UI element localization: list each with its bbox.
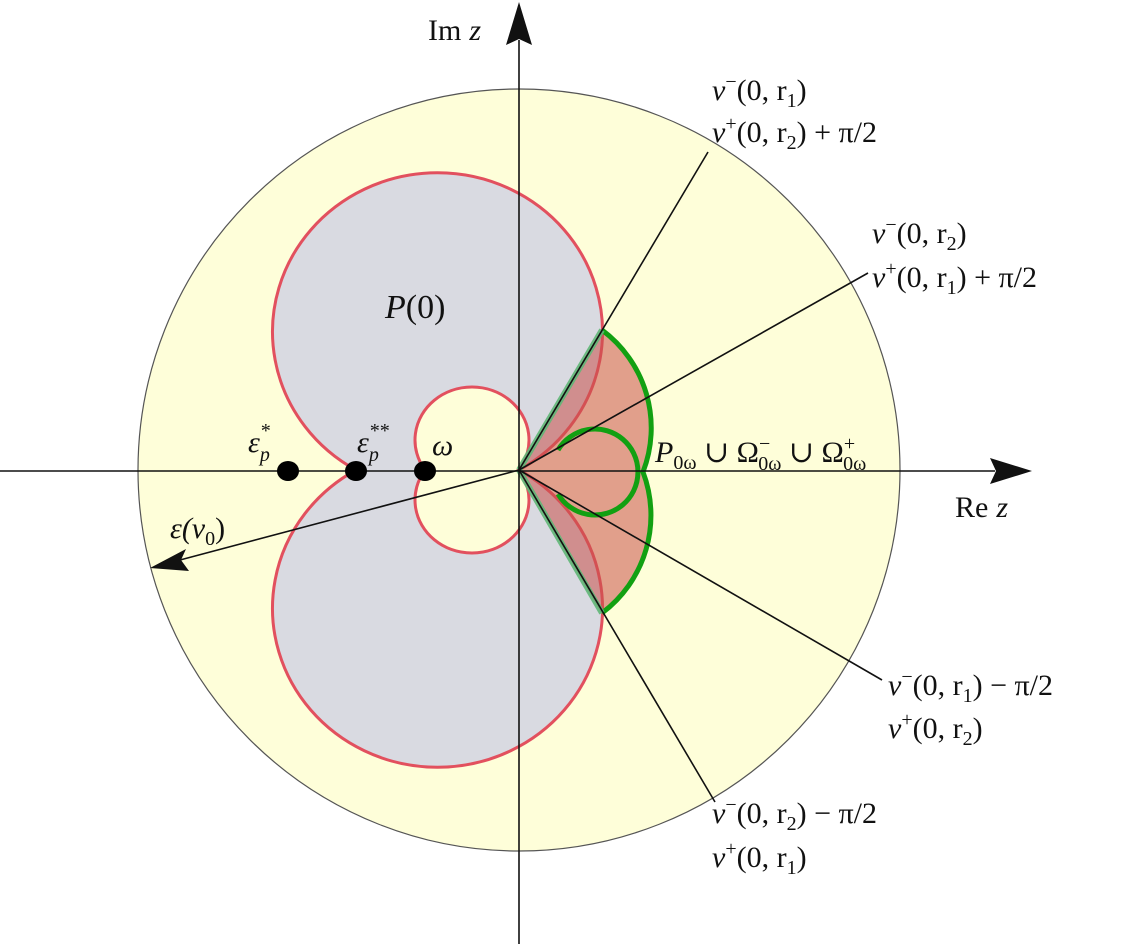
- ray3-tail: ) − π/2: [973, 669, 1053, 702]
- ray4-sup: +: [725, 838, 736, 860]
- ray2-sub: 2: [947, 233, 957, 255]
- region-p: P: [654, 436, 673, 469]
- ray2-sub: 1: [947, 277, 957, 299]
- ray2-mid: (0, r: [897, 217, 947, 250]
- ray2-sup: +: [885, 258, 896, 280]
- imaginary-axis-arrowhead: [506, 2, 532, 45]
- ray-4: [518, 469, 716, 803]
- eps-nu0-arrowhead: [150, 549, 189, 571]
- ray-3: [518, 469, 883, 681]
- eps-nu0-ray: [179, 469, 520, 561]
- ray3-base: ν: [888, 712, 902, 745]
- ray-2: [518, 272, 869, 471]
- ray3-tail: ): [973, 712, 983, 745]
- ray-labels: ν−(0, r1)ν+(0, r2) + π/2ν−(0, r2)ν+(0, r…: [712, 71, 1053, 879]
- ray2-base: ν: [872, 217, 886, 250]
- outer-green-arc: [600, 327, 654, 616]
- ray1-mid: (0, r: [737, 116, 787, 149]
- ray1-sub: 1: [787, 90, 797, 112]
- eps-nu0-base: ε(ν: [170, 512, 206, 545]
- re-label-name: Re: [955, 491, 988, 524]
- ray-1: [518, 151, 709, 471]
- im-label-var: z: [468, 14, 481, 47]
- ray2-label-line-2: ν+(0, r1) + π/2: [872, 258, 1037, 299]
- region-omega-1: Ω: [737, 436, 759, 469]
- eps-nu0-label: ε(ν0): [170, 512, 225, 550]
- eps-star-label: εp*: [248, 420, 270, 466]
- ray3-mid: (0, r: [913, 712, 963, 745]
- point-eps-2star: [345, 461, 367, 481]
- ray3-sub: 2: [963, 728, 973, 750]
- ray1-base: ν: [712, 116, 726, 149]
- ray2-base: ν: [872, 261, 886, 294]
- eps-2star-sup: **: [369, 420, 389, 442]
- ray3-sub: 1: [963, 685, 973, 707]
- ray1-sub: 2: [787, 132, 797, 154]
- ray2-tail: ): [957, 217, 967, 250]
- ray2-label-line-1: ν−(0, r2): [872, 214, 967, 255]
- ray3-label-line-1: ν−(0, r1) − π/2: [888, 666, 1053, 707]
- ray4-base: ν: [712, 797, 726, 830]
- eps-nu0-sub: 0: [205, 528, 215, 550]
- ray1-label-line-1: ν−(0, r1): [712, 71, 807, 112]
- omega-label: ω: [432, 429, 453, 462]
- ray4-mid: (0, r: [737, 841, 787, 874]
- eps-nu0-tail: ): [215, 512, 225, 545]
- p0-label: P(0): [384, 289, 445, 326]
- p0-base: P: [384, 289, 406, 326]
- ray4-mid: (0, r: [737, 797, 787, 830]
- p0-tail: (0): [406, 289, 446, 326]
- ray4-tail: ): [797, 841, 807, 874]
- region-omega-1-sup: −: [759, 433, 770, 455]
- eps-star-sub: p: [258, 444, 270, 466]
- ray4-base: ν: [712, 841, 726, 874]
- ray3-sup: +: [901, 709, 912, 731]
- point-eps-star: [277, 461, 299, 481]
- ray4-label-line-1: ν−(0, r2) − π/2: [712, 794, 877, 835]
- eps-2star-sub: p: [367, 444, 379, 466]
- point-omega: [414, 461, 436, 481]
- ray4-tail: ) − π/2: [797, 797, 877, 830]
- region-cup-2: ∪: [781, 436, 821, 469]
- region-omega-2-sub: 0ω: [843, 453, 866, 475]
- eps-star-base: ε: [248, 426, 260, 459]
- ray1-sup: −: [725, 71, 736, 93]
- eps-2star-base: ε: [357, 426, 369, 459]
- ray1-sup: +: [725, 113, 736, 135]
- ray2-mid: (0, r: [897, 261, 947, 294]
- im-label-name: Im: [428, 14, 461, 47]
- region-p-sub: 0ω: [673, 452, 696, 474]
- ray1-base: ν: [712, 74, 726, 107]
- ray1-label-line-2: ν+(0, r2) + π/2: [712, 113, 877, 154]
- ray4-sub: 2: [787, 813, 797, 835]
- region-omega-1-sub: 0ω: [758, 453, 781, 475]
- real-axis-arrowhead: [990, 458, 1032, 484]
- ray1-mid: (0, r: [737, 74, 787, 107]
- eps-2star-label: εp**: [357, 420, 389, 466]
- ray2-tail: ) + π/2: [957, 261, 1037, 294]
- region-omega-2: Ω: [822, 436, 844, 469]
- ray3-label-line-2: ν+(0, r2): [888, 709, 983, 750]
- inner-green-arc: [555, 426, 641, 518]
- ray4-sub: 1: [787, 857, 797, 879]
- eps-star-sup: *: [260, 420, 270, 442]
- ray4-sup: −: [725, 794, 736, 816]
- ray1-tail: ) + π/2: [797, 116, 877, 149]
- region-omega-2-sup: +: [844, 433, 855, 455]
- ray4-label-line-2: ν+(0, r1): [712, 838, 807, 879]
- ray1-tail: ): [797, 74, 807, 107]
- re-label-var: z: [995, 491, 1008, 524]
- ray3-mid: (0, r: [913, 669, 963, 702]
- ray3-base: ν: [888, 669, 902, 702]
- ray3-sup: −: [901, 666, 912, 688]
- region-label: P0ω ∪ Ω−0ω ∪ Ω+0ω: [654, 433, 866, 475]
- ray2-sup: −: [885, 214, 896, 236]
- region-cup-1: ∪: [697, 436, 737, 469]
